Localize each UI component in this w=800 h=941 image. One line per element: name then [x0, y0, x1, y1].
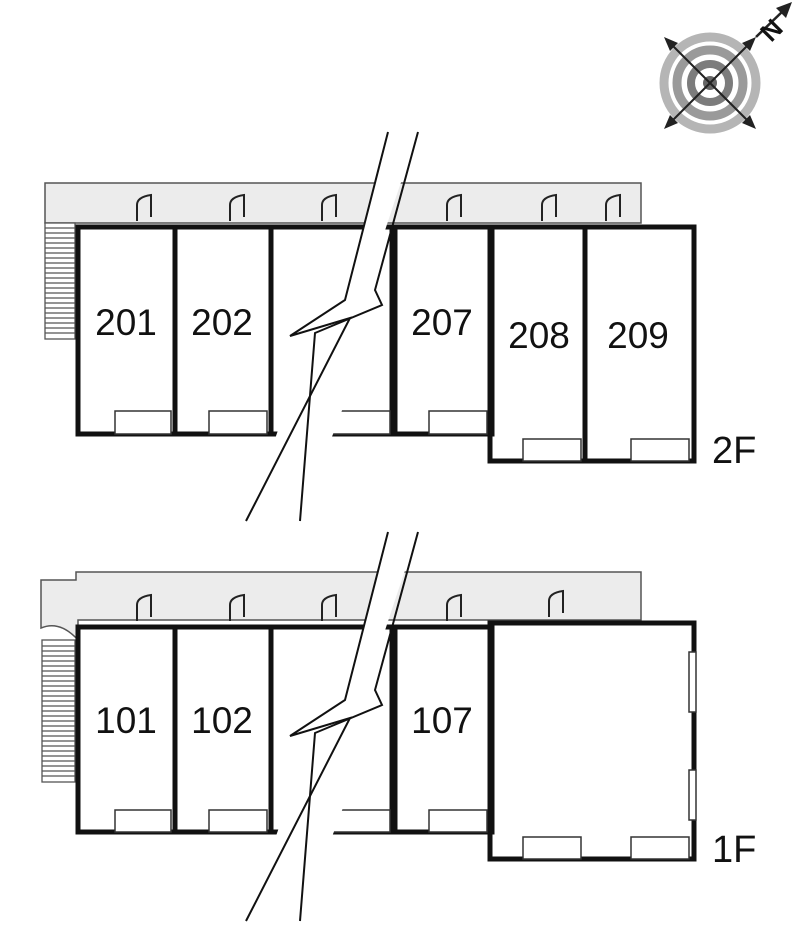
- break-mark-1f: [245, 531, 419, 922]
- floor-1f: 101 102 107 1F: [40, 531, 756, 922]
- corridor-2f: [44, 182, 642, 224]
- room-202-label: 202: [191, 302, 253, 343]
- room-101-label: 101: [95, 700, 157, 741]
- floor-label-2f: 2F: [712, 430, 756, 472]
- room-107-label: 107: [411, 700, 473, 741]
- break-mark-2f: [245, 131, 419, 522]
- stairs-2f: [44, 222, 76, 340]
- room-102-label: 102: [191, 700, 253, 741]
- stairs-1f: [41, 639, 76, 783]
- floor-2f: 201 202 207 208 209 2F: [44, 131, 756, 522]
- floor-label-1f: 1F: [712, 829, 756, 871]
- room-207-label: 207: [411, 302, 473, 343]
- compass-rose-icon: N: [659, 2, 792, 134]
- room-209-label: 209: [607, 315, 669, 356]
- room-208-label: 208: [508, 315, 570, 356]
- compass-north-label: N: [754, 13, 788, 47]
- corridor-1f: [40, 571, 642, 642]
- room-201-label: 201: [95, 302, 157, 343]
